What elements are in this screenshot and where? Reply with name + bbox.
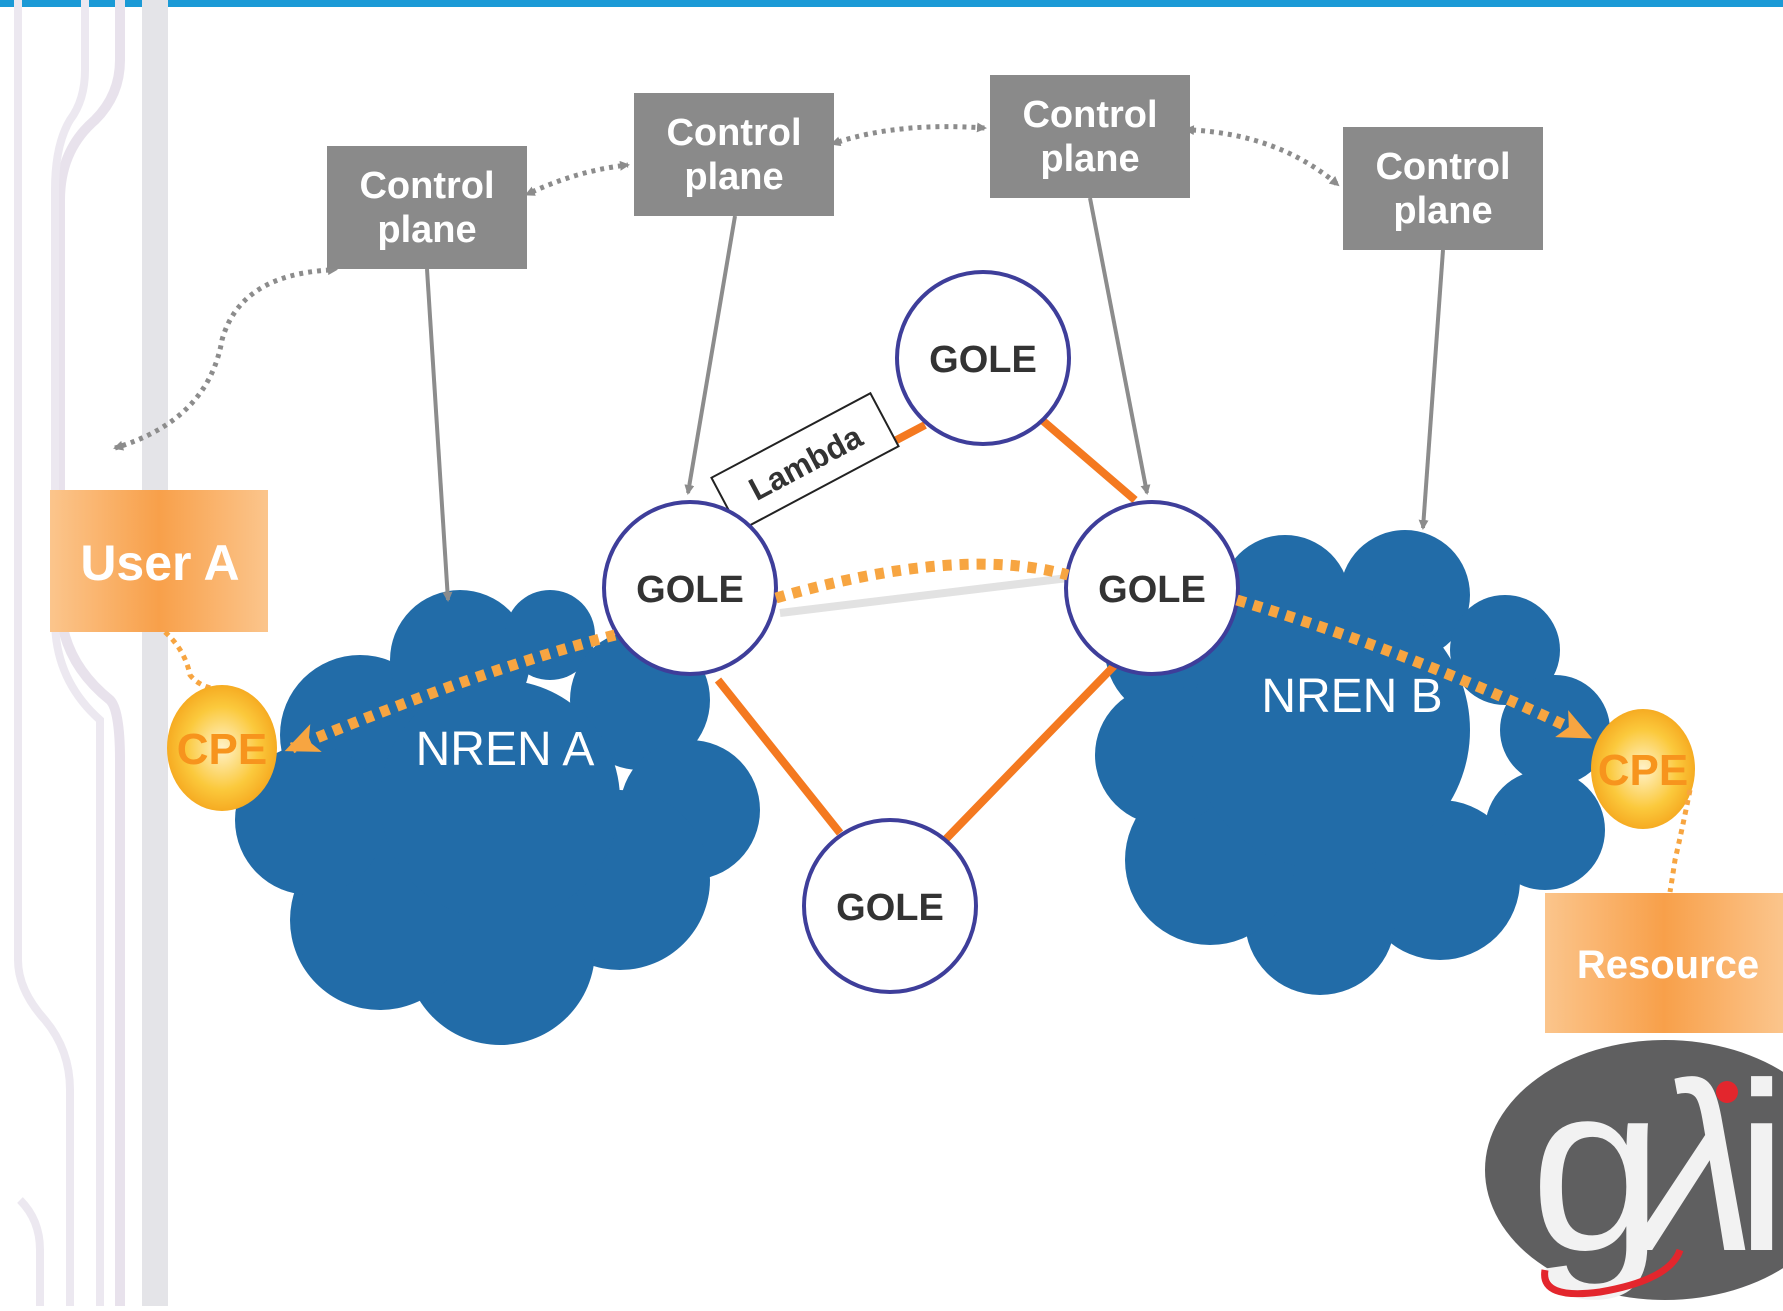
resource-box: Resource [1545, 893, 1783, 1033]
gole-bottom: GOLE [802, 818, 978, 994]
cpe-to-resource-link [1667, 789, 1693, 893]
gole-left-label: GOLE [636, 569, 744, 611]
cp-link-1-2 [524, 160, 630, 196]
cp1-arrow [425, 268, 453, 602]
cpe-a: CPE [167, 685, 277, 811]
link-top-right [1039, 416, 1138, 504]
cpe-a-label: CPE [177, 725, 267, 774]
lambda-label-box: Lambda [710, 391, 900, 533]
link-left-bottom [714, 677, 844, 836]
cpe-b-label: CPE [1598, 746, 1688, 795]
resource-label: Resource [1577, 943, 1759, 987]
user-a-box: User A [50, 490, 268, 632]
cpe-b: CPE [1591, 709, 1695, 829]
nren-a-cloud [235, 590, 760, 1045]
glif-logo: g λ i [1485, 1033, 1783, 1301]
lightpath [284, 558, 1593, 754]
link-right-bottom [942, 662, 1118, 843]
cp4-arrow [1418, 249, 1445, 530]
cp2-arrow [684, 215, 737, 495]
cp-link-user [113, 265, 338, 451]
gole-left: GOLE [602, 500, 778, 676]
gray-link [779, 574, 1069, 617]
nren-b-cloud [1095, 530, 1610, 995]
cp3-arrow [1088, 197, 1151, 495]
nren-b-label: NREN B [1261, 670, 1442, 723]
user-a-label: User A [80, 535, 239, 591]
lightpath-right-to-cpe [1235, 594, 1593, 740]
svg-text:λ: λ [1629, 1033, 1758, 1301]
nren-a-label: NREN A [416, 723, 595, 776]
top-bar [0, 0, 1783, 7]
gole-top: GOLE [895, 270, 1071, 446]
control-plane-links [113, 122, 1340, 451]
gole-bottom-label: GOLE [836, 887, 944, 929]
lightpath-left-to-cpe [284, 629, 617, 754]
cp-link-2-3 [830, 122, 987, 147]
user-to-cpe-link [163, 630, 223, 693]
gole-top-label: GOLE [929, 339, 1037, 381]
svg-text:g: g [1530, 1033, 1663, 1301]
background-decoration [14, 0, 168, 1306]
svg-text:i: i [1735, 1033, 1783, 1301]
gole-right: GOLE [1064, 500, 1240, 676]
control-plane-arrows [425, 197, 1445, 602]
cp-link-3-4 [1184, 125, 1340, 187]
gole-right-label: GOLE [1098, 569, 1206, 611]
